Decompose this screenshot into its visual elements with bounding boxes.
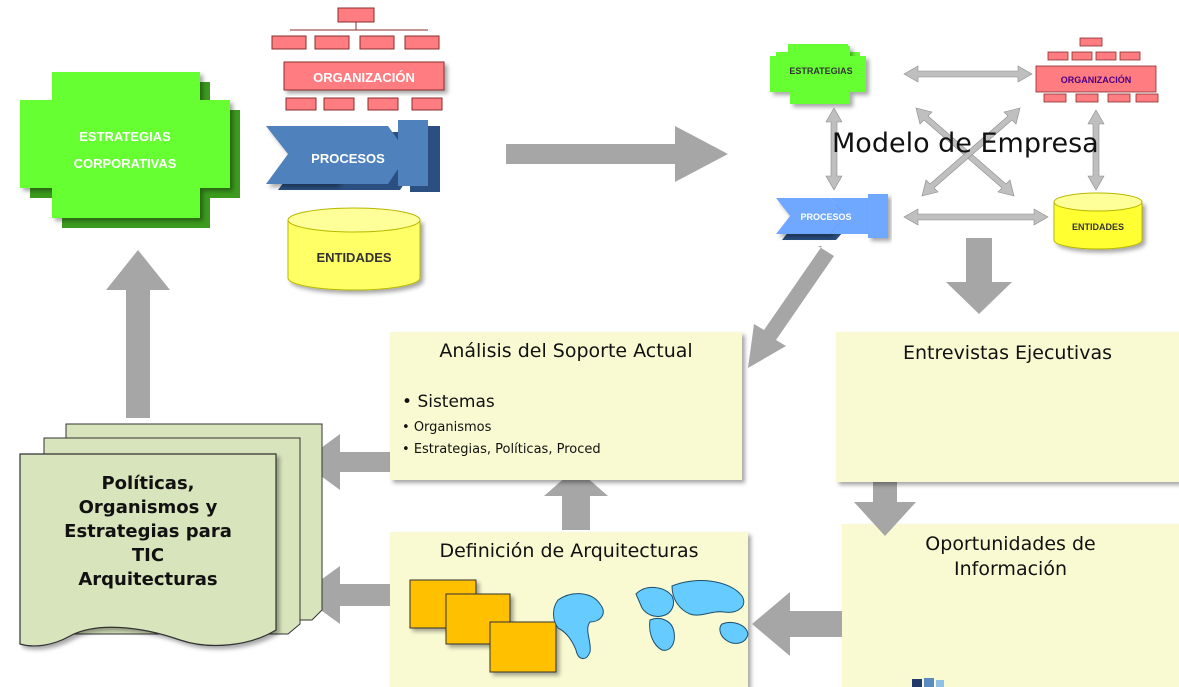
big-right-arrow — [506, 126, 728, 182]
arrow-architecture-to-analysis — [544, 468, 608, 530]
org-chart-large — [271, 7, 445, 111]
arrow-interviews-to-opportunities — [854, 466, 916, 536]
strategy-label-line1: ESTRATEGIAS — [79, 129, 171, 144]
arrow-policies-to-strategy — [106, 250, 170, 418]
architecture-stacked-rects — [409, 579, 557, 673]
strategy-label-line2: CORPORATIVAS — [74, 156, 177, 171]
organization-label: ORGANIZACIÓN — [313, 70, 415, 85]
world-map-icon — [553, 580, 749, 659]
small-people-icon — [912, 678, 944, 687]
model-strategies-label: ESTRATEGIAS — [789, 66, 852, 76]
model-strategies-shape — [770, 44, 866, 104]
entities-cylinder-large — [287, 207, 421, 291]
model-processes-label: PROCESOS — [800, 212, 851, 222]
enterprise-model-title: Modelo de Empresa — [832, 128, 1099, 159]
arrow-model-to-analysis — [748, 246, 834, 368]
analysis-title: Análisis del Soporte Actual — [439, 340, 693, 362]
model-organization-label: ORGANIZACIÓN — [1061, 74, 1132, 85]
analysis-box: Análisis del Soporte Actual • Sistemas •… — [390, 332, 742, 480]
policies-line: TIC — [131, 545, 165, 566]
interviews-title: Entrevistas Ejecutivas — [902, 342, 1112, 364]
policies-line: Organismos y — [78, 497, 218, 518]
model-connector-arrows — [825, 65, 1105, 226]
model-process-shape — [776, 194, 888, 240]
policies-line: Estrategias para — [64, 521, 232, 542]
model-entities-cylinder — [1053, 192, 1143, 250]
processes-label: PROCESOS — [311, 151, 385, 166]
strategy-cross-shape — [20, 72, 240, 228]
entities-label: ENTIDADES — [316, 250, 391, 265]
policies-line: Arquitecturas — [78, 569, 218, 590]
process-chevrons-large — [266, 120, 440, 192]
policies-document-stack — [19, 423, 323, 647]
arrow-opportunities-to-architecture — [752, 592, 842, 656]
arrow-analysis-to-policies — [302, 434, 398, 490]
analysis-bullet-1: • Sistemas — [402, 392, 495, 412]
interviews-box: Entrevistas Ejecutivas — [836, 332, 1179, 482]
policies-line: Políticas, — [101, 473, 195, 494]
policies-document-text: Políticas, Organismos y Estrategias para… — [20, 472, 276, 592]
arrow-model-to-interviews — [946, 238, 1012, 314]
model-org-chart — [1035, 37, 1159, 103]
analysis-bullet-3: • Estrategias, Políticas, Proced — [402, 442, 601, 457]
model-entities-label: ENTIDADES — [1072, 222, 1124, 232]
analysis-bullet-2: • Organismos — [402, 420, 492, 435]
